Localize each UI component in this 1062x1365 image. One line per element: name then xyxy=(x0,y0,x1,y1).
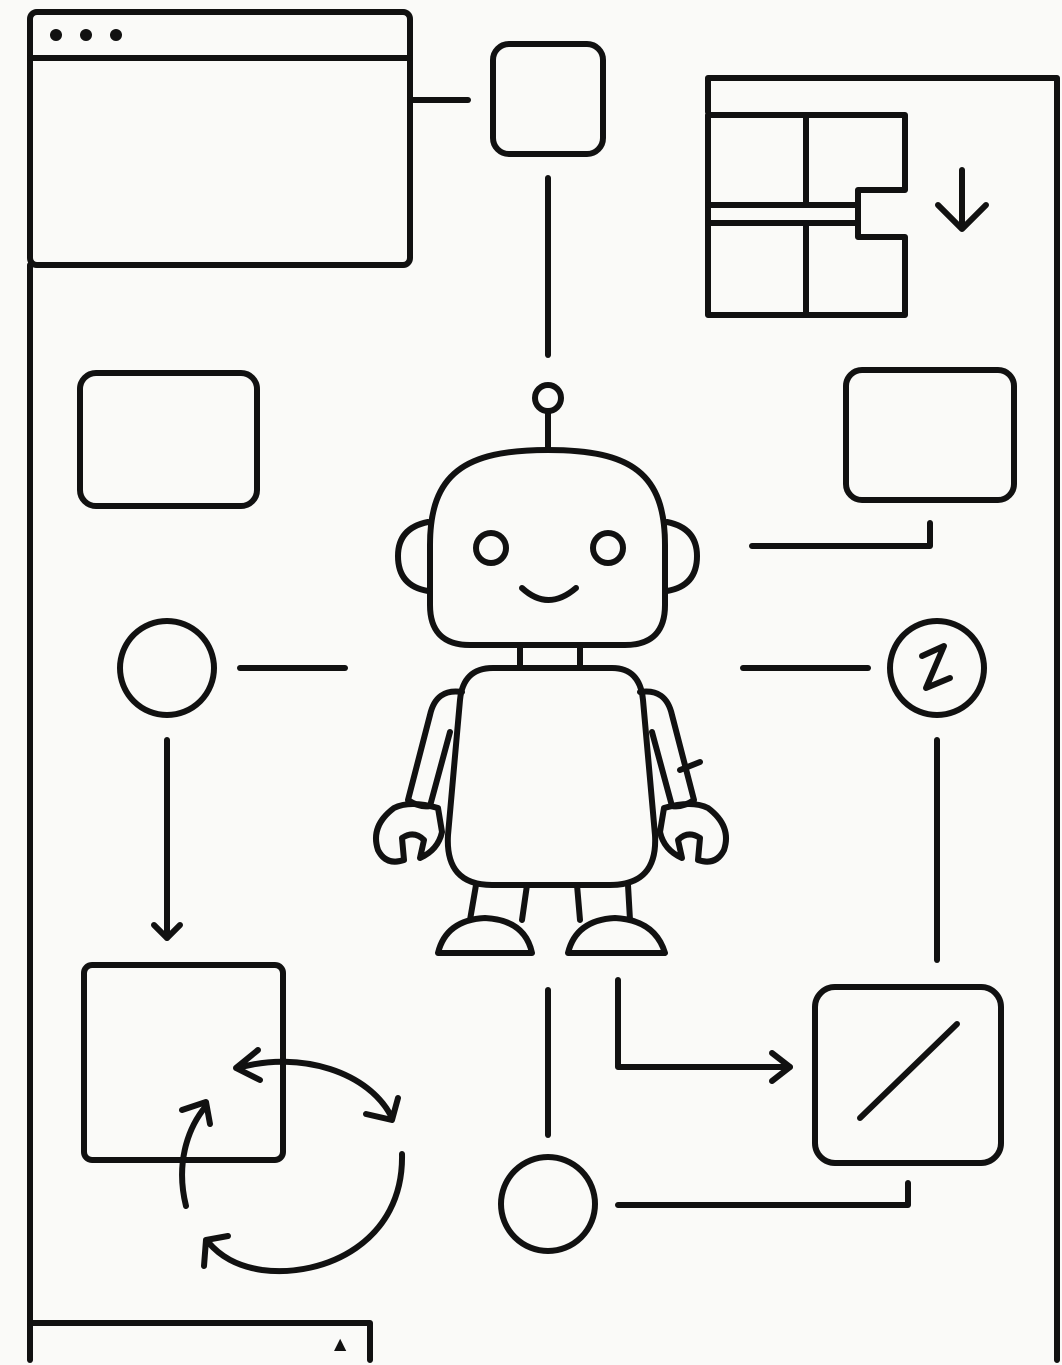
left-card-icon xyxy=(77,370,260,509)
cycle-arrows-icon xyxy=(179,1047,406,1274)
left-circle-node-icon xyxy=(117,618,217,718)
browser-window-icon xyxy=(27,9,413,268)
slash-box-icon xyxy=(812,984,1004,1166)
down-arrow-icon xyxy=(935,167,989,232)
right-card-icon xyxy=(843,367,1017,503)
connector xyxy=(749,520,933,549)
right-arrow-icon xyxy=(615,977,793,1084)
robot-body xyxy=(444,665,659,888)
square-node-icon xyxy=(490,41,606,157)
window-dot xyxy=(110,29,122,41)
panel-caret: ▲ xyxy=(334,1334,347,1353)
app-frame xyxy=(27,75,1060,1363)
connector xyxy=(615,1180,911,1208)
bottom-panel-icon: ▲ xyxy=(27,1320,373,1363)
robot-foot xyxy=(565,915,668,956)
down-arrow-icon xyxy=(151,737,183,941)
robot-icon xyxy=(373,382,729,956)
robot-eye xyxy=(590,530,626,566)
sleep-status-icon xyxy=(887,618,987,718)
bottom-circle-node-icon xyxy=(498,1154,598,1254)
window-dot xyxy=(50,29,62,41)
grid-panel-icon xyxy=(705,112,908,318)
window-dot xyxy=(80,29,92,41)
robot-smile xyxy=(519,585,579,603)
robot-eye xyxy=(473,530,509,566)
robot-foot xyxy=(435,915,535,956)
